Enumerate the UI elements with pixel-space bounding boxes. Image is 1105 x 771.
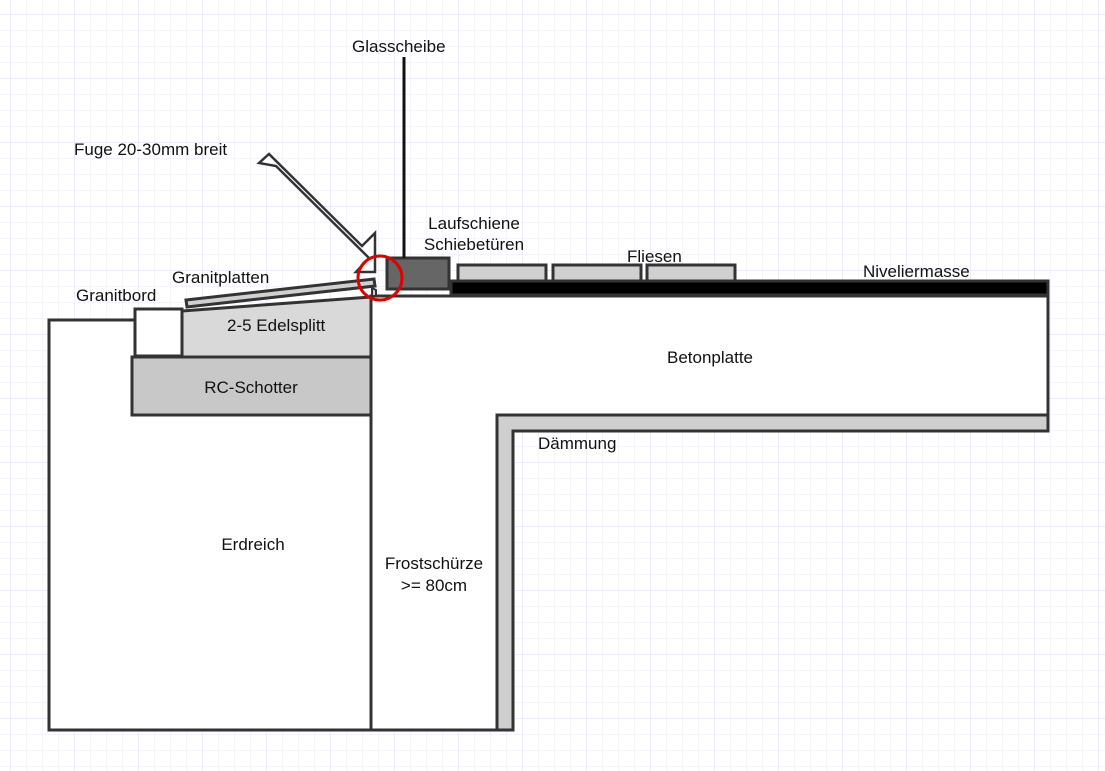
- fuge-arrow: [256, 152, 377, 274]
- label-glasscheibe: Glasscheibe: [352, 37, 446, 56]
- laufschiene-block: [385, 256, 451, 291]
- label-granitplatten: Granitplatten: [172, 268, 269, 287]
- fliese-1: [456, 263, 548, 283]
- label-erdreich: Erdreich: [221, 535, 284, 554]
- fuge-highlight-circle: [356, 254, 404, 302]
- fliese-2: [551, 263, 643, 283]
- label-fuge: Fuge 20-30mm breit: [74, 140, 227, 159]
- label-niveliermasse: Niveliermasse: [863, 262, 970, 281]
- fliese-3: [645, 263, 737, 283]
- granitbord-block: [133, 307, 184, 358]
- granitplatten-slab: [184, 277, 377, 309]
- label-schiebetueren: Schiebetüren: [424, 235, 524, 254]
- label-frostschuerze: Frostschürze: [385, 554, 483, 573]
- daemmung-layer: [495, 413, 1050, 732]
- label-edelsplitt: 2-5 Edelsplitt: [227, 316, 326, 335]
- granitplatten-edge: [371, 286, 377, 297]
- label-fliesen: Fliesen: [627, 247, 682, 266]
- niveliermasse-layer: [449, 279, 1050, 297]
- label-frostschuerze-depth: >= 80cm: [401, 576, 467, 595]
- label-rc-schotter: RC-Schotter: [204, 378, 298, 397]
- label-granitbord: Granitbord: [76, 286, 156, 305]
- label-daemmung: Dämmung: [538, 434, 616, 453]
- label-betonplatte: Betonplatte: [667, 348, 753, 367]
- label-laufschiene: Laufschiene: [428, 214, 520, 233]
